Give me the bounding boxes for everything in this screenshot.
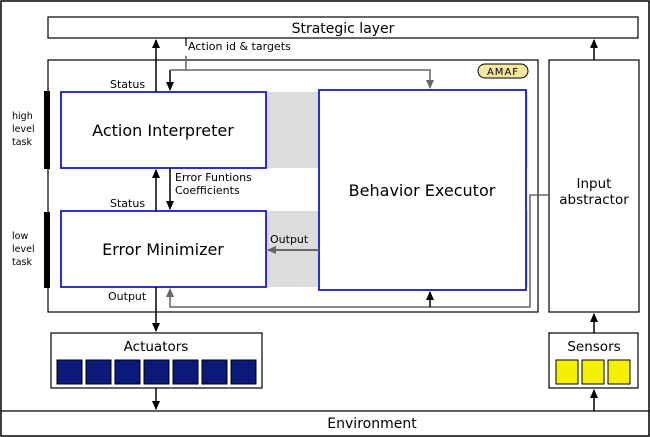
low-level-task-label: low level task (12, 231, 38, 268)
actuator-cell (172, 359, 199, 385)
actuator-cell (201, 359, 228, 385)
amaf-logo: AMAF (477, 63, 529, 79)
error-minimizer-box (60, 210, 267, 288)
amaf-boundary (47, 59, 539, 313)
action-id-to-behavior-arrow (185, 56, 434, 89)
actuator-cell (56, 359, 83, 385)
behavior-executor-label: Behavior Executor (349, 181, 496, 200)
input-abstractor-label-line1: Input (577, 176, 612, 192)
status-mid-label: Status (110, 197, 145, 210)
actuator-cells (56, 359, 257, 385)
feedback-to-minimizer-arrow (166, 194, 549, 308)
input-abstractor-label-line2: abstractor (559, 192, 629, 208)
sensor-cell (607, 359, 631, 385)
amaf-logo-text: AMAF (487, 67, 519, 78)
status-top-label: Status (110, 78, 145, 91)
actuator-cell (114, 359, 141, 385)
strategic-layer-label: Strategic layer (292, 21, 395, 37)
actuator-cell (85, 359, 112, 385)
output-left-label: Output (108, 290, 147, 303)
action-interpreter-box (60, 91, 267, 169)
error-functions-label-line2: Coefficients (175, 184, 240, 197)
strategic-layer-box (47, 16, 639, 39)
high-level-task-label: high level task (12, 111, 38, 148)
environment-label: Environment (327, 416, 417, 432)
actuators-label: Actuators (124, 339, 189, 355)
behavior-executor-box (318, 89, 527, 291)
actuator-cell (230, 359, 257, 385)
action-id-targets-label: Action id & targets (188, 40, 291, 53)
actuator-cell (143, 359, 170, 385)
low-level-task-bar (44, 212, 50, 288)
sensor-cell (581, 359, 605, 385)
sensor-cells (555, 359, 631, 385)
error-functions-label-line1: Error Funtions (175, 171, 252, 184)
error-minimizer-label: Error Minimizer (102, 240, 224, 259)
input-abstractor-box (548, 59, 640, 313)
sensor-cell (555, 359, 579, 385)
output-mid-label: Output (270, 233, 309, 246)
sensors-label: Sensors (567, 339, 620, 355)
high-level-task-bar (44, 91, 50, 169)
action-interpreter-label: Action Interpreter (92, 121, 234, 140)
